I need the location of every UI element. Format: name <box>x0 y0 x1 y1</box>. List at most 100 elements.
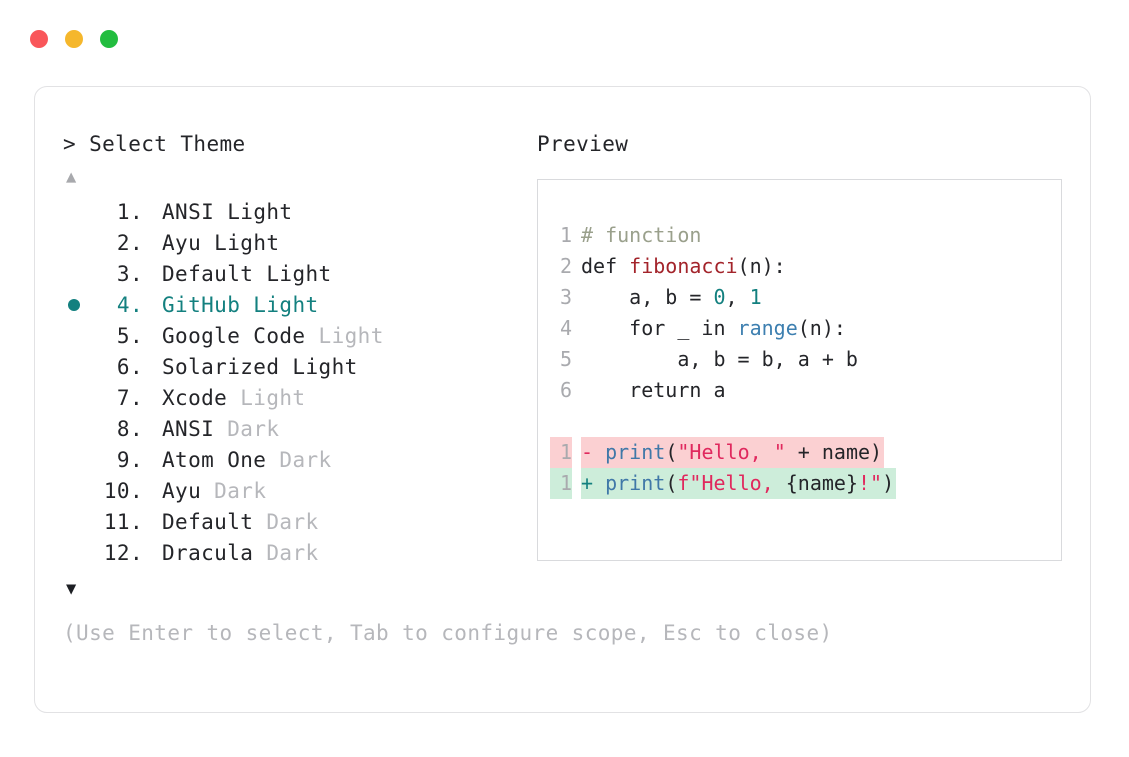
diff-sign: + <box>581 471 606 495</box>
code-token: return a <box>581 378 726 402</box>
scroll-down-icon[interactable]: ▼ <box>66 579 77 599</box>
code-token: def <box>581 254 630 278</box>
theme-list-item[interactable]: 7. Xcode Light <box>63 382 533 413</box>
theme-item-variant: Dark <box>266 447 332 472</box>
theme-list-item[interactable]: 3. Default Light <box>63 258 533 289</box>
theme-item-gap <box>143 386 162 410</box>
theme-item-variant: Light <box>253 261 332 286</box>
line-number: 1 <box>550 437 572 468</box>
diff-line-del: 1- print("Hello, " + name) <box>550 437 1061 468</box>
theme-item-variant: Light <box>214 199 293 224</box>
theme-list-item[interactable]: 5. Google Code Light <box>63 320 533 351</box>
code-token: fibonacci <box>629 254 738 278</box>
code-token: print <box>605 440 666 464</box>
code-token: !" <box>857 471 883 495</box>
line-number: 3 <box>559 285 572 309</box>
theme-item-variant: Light <box>305 323 384 348</box>
theme-item-gap <box>143 479 162 503</box>
code-token: 0 <box>713 285 726 309</box>
theme-list-item[interactable]: 9. Atom One Dark <box>63 444 533 475</box>
code-token: ) <box>882 471 895 495</box>
theme-list-item[interactable]: 1. ANSI Light <box>63 196 533 227</box>
theme-item-gap <box>143 417 162 441</box>
theme-item-index: 2. <box>116 230 143 255</box>
code-token: f"Hello, <box>677 471 786 495</box>
code-token: # function <box>581 223 702 247</box>
code-line: 3 a, b = 0, 1 <box>550 282 1061 313</box>
theme-item-name: Xcode <box>162 385 228 410</box>
code-token: for _ in <box>581 316 738 340</box>
code-token: , <box>725 285 750 309</box>
theme-item-gap <box>143 355 162 379</box>
theme-item-index: 7. <box>116 385 143 410</box>
diff-sign: - <box>581 440 606 464</box>
theme-item-index: 1. <box>116 199 143 224</box>
close-dot[interactable] <box>30 30 48 48</box>
theme-item-name: GitHub <box>162 292 241 317</box>
code-line-text: # function <box>581 220 701 251</box>
theme-item-variant: Dark <box>253 509 319 534</box>
code-token: ( <box>665 471 678 495</box>
code-line-text: a, b = b, a + b <box>581 344 858 375</box>
theme-item-name: Ayu <box>162 478 202 503</box>
selection-bullet-cell <box>63 298 97 311</box>
window-controls <box>30 30 118 48</box>
theme-list-item[interactable]: 10. Ayu Dark <box>63 475 533 506</box>
theme-item-gap <box>143 231 162 255</box>
line-number: 1 <box>559 223 572 247</box>
code-line-text: return a <box>581 375 726 406</box>
code-token: range <box>737 316 798 340</box>
theme-item-gap <box>143 293 162 317</box>
theme-item-index: 4. <box>116 292 143 317</box>
theme-item-name: Default <box>162 509 254 534</box>
theme-item-name: Default <box>162 261 254 286</box>
code-line-text: for _ in range(n): <box>581 313 846 344</box>
code-line: 2 def fibonacci(n): <box>550 251 1061 282</box>
code-spacer <box>550 406 1061 437</box>
theme-item-gap <box>143 541 162 565</box>
theme-item-variant: Light <box>227 385 306 410</box>
code-line: 5 a, b = b, a + b <box>550 344 1061 375</box>
theme-list-item[interactable]: 8. ANSI Dark <box>63 413 533 444</box>
theme-item-index: 11. <box>103 509 143 534</box>
theme-item-index: 3. <box>116 261 143 286</box>
theme-item-name: ANSI <box>162 416 215 441</box>
theme-item-index: 12. <box>103 540 143 565</box>
line-number: 1 <box>550 468 572 499</box>
code-line-text: a, b = 0, 1 <box>581 282 762 313</box>
theme-item-variant: Dark <box>214 416 280 441</box>
theme-item-gap <box>143 448 162 472</box>
theme-item-variant: Dark <box>253 540 319 565</box>
theme-list-item[interactable]: 2. Ayu Light <box>63 227 533 258</box>
theme-item-name: ANSI <box>162 199 215 224</box>
scroll-up-icon[interactable]: ▲ <box>66 167 77 187</box>
theme-item-gap <box>143 200 162 224</box>
theme-list-item[interactable]: 4. GitHub Light <box>63 289 533 320</box>
theme-list-item[interactable]: 11. Default Dark <box>63 506 533 537</box>
code-line-text: def fibonacci(n): <box>581 251 786 282</box>
code-token: 1 <box>749 285 762 309</box>
theme-item-index: 8. <box>116 416 143 441</box>
code-token: {name} <box>785 471 858 495</box>
minimize-dot[interactable] <box>65 30 83 48</box>
theme-item-name: Ayu <box>162 230 202 255</box>
line-number: 6 <box>559 378 572 402</box>
theme-item-name: Google Code <box>162 323 306 348</box>
theme-list-item[interactable]: 6. Solarized Light <box>63 351 533 382</box>
selection-bullet-icon <box>68 298 80 311</box>
theme-list-item[interactable]: 12. Dracula Dark <box>63 537 533 568</box>
line-number: 5 <box>559 347 572 371</box>
code-token: (n): <box>797 316 846 340</box>
maximize-dot[interactable] <box>100 30 118 48</box>
line-number: 2 <box>559 254 572 278</box>
line-number: 4 <box>559 316 572 340</box>
theme-item-name: Atom One <box>162 447 267 472</box>
preview-label: Preview <box>537 132 629 156</box>
diff-line-add: 1+ print(f"Hello, {name}!") <box>550 468 1061 499</box>
page-title: > Select Theme <box>63 132 246 156</box>
code-token: a, b = <box>581 285 714 309</box>
